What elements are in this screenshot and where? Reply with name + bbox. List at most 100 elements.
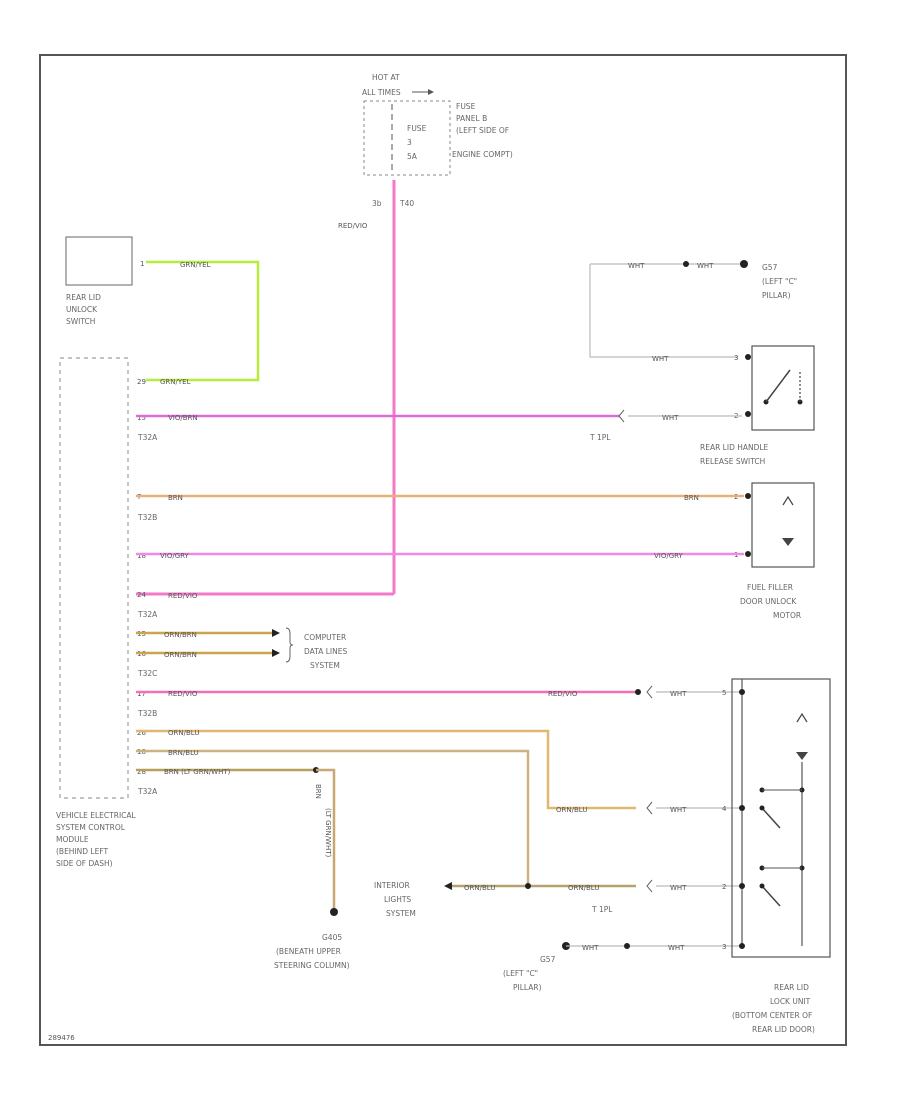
can-label-2: DATA LINES [304, 647, 347, 656]
control-module: 29 15 T32A 7 T32B 18 24 T32A 15 16 T32C … [56, 357, 158, 868]
fuse-pin-ref: T40 [399, 199, 414, 208]
can-lines: ORN/BRN ORN/BRN COMPUTER DATA LINES SYST… [136, 627, 347, 670]
wire-grnyel [146, 260, 260, 382]
cm-label-3: MODULE [56, 835, 89, 844]
handle-wire-wht: WHT [662, 414, 679, 422]
can-wire-1-label: ORN/BRN [164, 631, 197, 639]
fuse-hot-line2: ALL TIMES [362, 88, 401, 97]
ground-top-wire-3: WHT [652, 355, 669, 363]
fuse-panel-outline [363, 100, 451, 176]
cm-pin-26: 26 [137, 729, 146, 737]
cm-conn-1: T32A [137, 433, 158, 442]
cm-conn-2: T32B [137, 513, 157, 522]
unlock-switch-label-3: SWITCH [66, 317, 95, 326]
feed-wire-label: RED/VIO [338, 222, 368, 230]
fuse-location-4: ENGINE COMPT) [452, 150, 513, 159]
cm-pin-15: 15 [137, 414, 146, 422]
cm-conn-5: T32B [137, 709, 157, 718]
interior-wire-label: ORN/BLU [464, 884, 495, 892]
unlock-switch-label-2: UNLOCK [66, 305, 98, 314]
cm-pin-29: 29 [137, 378, 146, 386]
ground-bottom-label-1: G57 [540, 955, 556, 964]
cm-label-2: SYSTEM CONTROL [56, 823, 126, 832]
lock-pin-4: 4 [722, 805, 727, 813]
ground-bottom-wire-2: WHT [668, 944, 685, 952]
wire-red-violet-lock-label: RED/VIO [168, 690, 198, 698]
wire-orange-blue-label: ORN/BLU [168, 729, 199, 737]
wire-violet-grey-label: VIO/GRY [160, 552, 190, 560]
handle-pin-3: 3 [734, 354, 738, 362]
fuse-pin: 3b [372, 199, 382, 208]
figure-id: 289476 [48, 1034, 75, 1042]
cm-label-5: SIDE OF DASH) [56, 859, 113, 868]
cm-label-4: (BEHIND LEFT [56, 847, 109, 856]
interior-label-3: SYSTEM [386, 909, 416, 918]
cm-pin-18: 18 [137, 552, 146, 560]
cm-label-1: VEHICLE ELECTRICAL [56, 811, 137, 820]
cm-pin-17: 17 [137, 690, 146, 698]
cm-pin-24: 24 [137, 591, 146, 599]
interior-label-2: LIGHTS [384, 895, 411, 904]
can-label-1: COMPUTER [304, 633, 346, 642]
wire-orange-blue-label-right: ORN/BLU [556, 806, 587, 814]
fuel-label-1: FUEL FILLER [747, 583, 793, 592]
lock-wht-1: WHT [670, 690, 687, 698]
wire-violet-grey-label-right: VIO/GRY [654, 552, 684, 560]
can-label-3: SYSTEM [310, 661, 340, 670]
ground-bottom: WHT WHT G57 (LEFT "C" PILLAR) [503, 942, 742, 992]
lock-connector: T 1PL [591, 905, 613, 914]
cm-conn-4: T32C [137, 669, 157, 678]
wire-red-violet-lock-label-right: RED/VIO [548, 690, 578, 698]
unlock-switch-label-1: REAR LID [66, 293, 101, 302]
ground-bottom-label-3: PILLAR) [513, 983, 542, 992]
cm-conn-3: T32A [137, 610, 158, 619]
lock-sw2-wire-label: ORN/BLU [568, 884, 599, 892]
cm-pin-28: 28 [137, 768, 146, 776]
fuse-location-3: (LEFT SIDE OF [456, 126, 509, 135]
wire-violet-brown-label: VIO/BRN [168, 414, 198, 422]
interior-label-1: INTERIOR [374, 881, 410, 890]
lock-pin-3: 3 [722, 943, 726, 951]
can-wire-2-label: ORN/BRN [164, 651, 197, 659]
fuel-label-2: DOOR UNLOCK [740, 597, 797, 606]
lock-label-1: REAR LID [774, 983, 809, 992]
wire-brown-label: BRN [168, 494, 183, 502]
diagram-frame [39, 54, 847, 1046]
fuse-location-2: PANEL B [456, 114, 487, 123]
fuse-number: 3 [407, 138, 412, 147]
wire-brown-blue-label: BRN/BLU [168, 749, 199, 757]
lock-pin-2: 2 [722, 883, 726, 891]
lock-pin-5: 5 [722, 689, 726, 697]
fuse-location-1: FUSE [456, 102, 476, 111]
ground-top-label-2: (LEFT "C" [762, 277, 797, 286]
ground-top: WHT WHT WHT G57 (LEFT "C" PILLAR) [589, 260, 797, 363]
fuel-filler-motor: 2 1 FUEL FILLER DOOR UNLOCK MOTOR [734, 482, 815, 620]
lock-wht-2: WHT [670, 806, 687, 814]
ground-col-label-3: STEERING COLUMN) [274, 961, 350, 970]
wire-ground-vert-label2: (LT GRN/WHT) [324, 808, 332, 858]
wire-brown-blue [136, 749, 530, 886]
rear-lid-lock-unit: 5 4 2 3 REAR LID LOCK UNIT (BOTTOM CENTE… [722, 678, 831, 1034]
fuse-rating: 5A [407, 152, 418, 161]
wire-ground-label: BRN (LT GRN/WHT) [164, 768, 231, 776]
unlock-switch-pin: 1 [140, 260, 144, 268]
handle-release-switch: 3 2 REAR LID HANDLE RELEASE SWITCH [700, 345, 815, 466]
handle-label-1: REAR LID HANDLE [700, 443, 769, 452]
lock-label-4: REAR LID DOOR) [752, 1025, 815, 1034]
handle-label-2: RELEASE SWITCH [700, 457, 765, 466]
fuse-hot-line1: HOT AT [372, 73, 400, 82]
ground-top-wire-2: WHT [697, 262, 714, 270]
fuse-label: FUSE [407, 124, 427, 133]
handle-connector: T 1PL [589, 433, 611, 442]
wire-grnyel-label-bottom: GRN/YEL [160, 378, 191, 386]
fuse-block: HOT AT ALL TIMES FUSE 3 5A FUSE PANEL B … [362, 73, 513, 208]
lock-wht-3: WHT [670, 884, 687, 892]
wire-brown-label-right: BRN [684, 494, 699, 502]
lock-label-2: LOCK UNIT [770, 997, 811, 1006]
wire-ground-vert-label: BRN [314, 784, 322, 799]
rear-lid-unlock-switch: 1 GRN/YEL GRN/YEL REAR LID UNLOCK SWITCH [65, 236, 260, 386]
lock-label-3: (BOTTOM CENTER OF [732, 1011, 812, 1020]
fuel-label-3: MOTOR [773, 611, 801, 620]
ground-top-label-3: PILLAR) [762, 291, 791, 300]
